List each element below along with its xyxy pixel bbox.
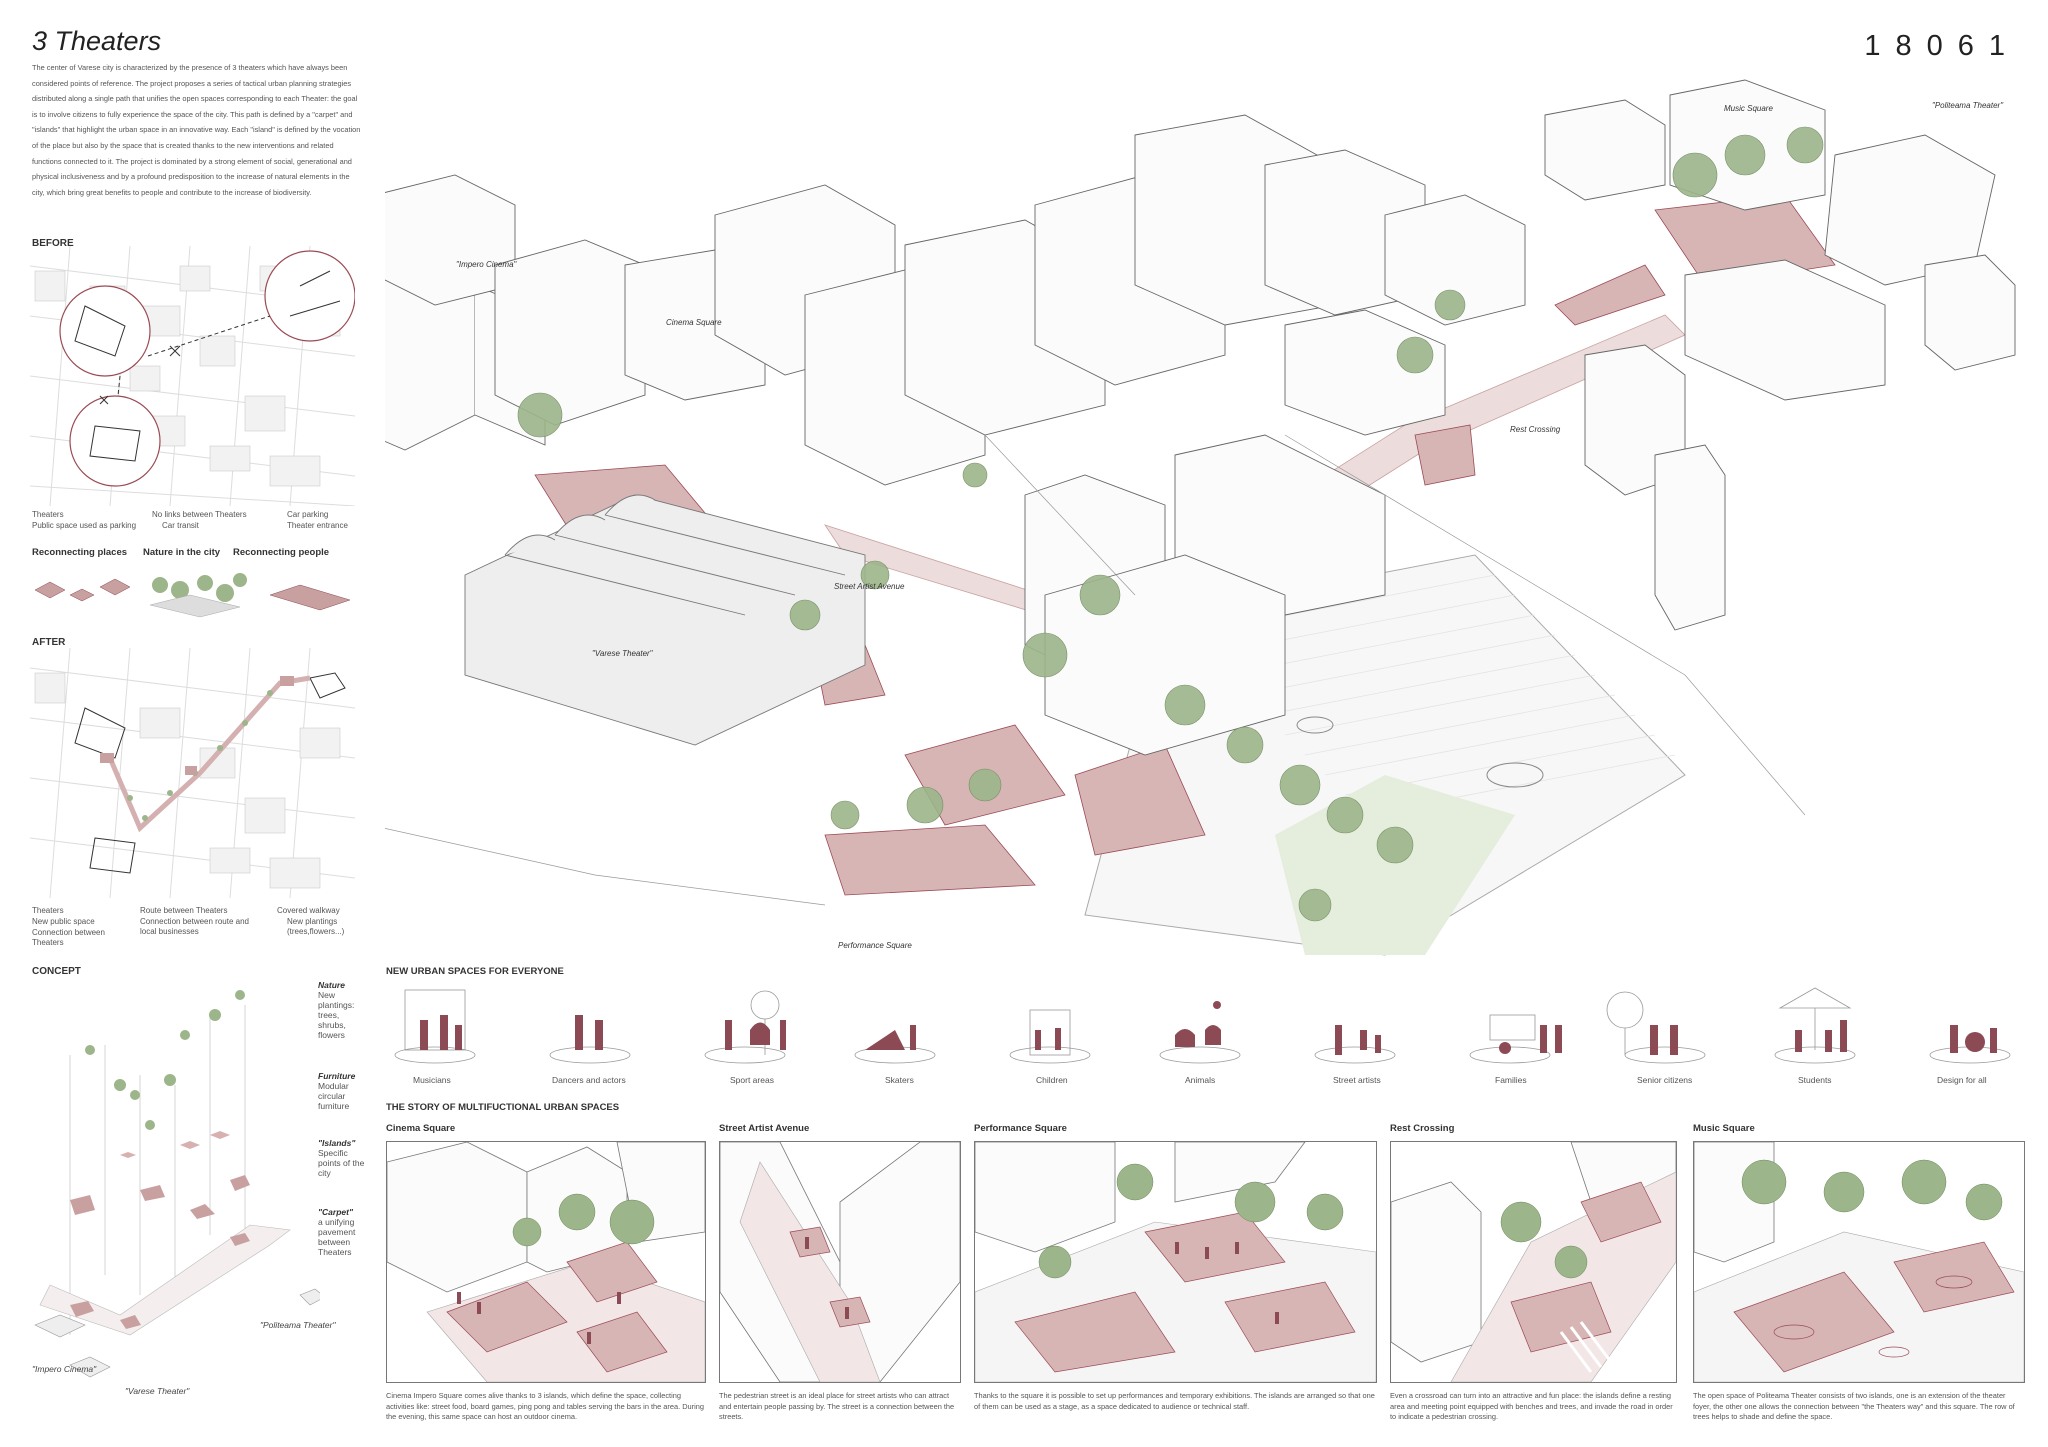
- urban-students: Students: [1798, 1075, 1832, 1085]
- urban-icons: [394, 987, 2011, 1064]
- concept-diagram: [34, 990, 320, 1378]
- panel-text-performance: Thanks to the square it is possible to s…: [974, 1391, 1375, 1411]
- after-heading: AFTER: [32, 637, 66, 648]
- map-label-impero-cinema: "Impero Cinema": [456, 260, 517, 269]
- after-legend-6: Covered walkway: [277, 906, 340, 915]
- after-legend-7: New plantings (trees,flowers...): [287, 917, 345, 936]
- panel-title-performance: Performance Square: [974, 1123, 1067, 1134]
- after-legend-2: New public space: [32, 917, 95, 926]
- map-label-performance-square: Performance Square: [838, 941, 912, 950]
- panel-text-street-artist: The pedestrian street is an ideal place …: [719, 1391, 955, 1421]
- urban-skaters: Skaters: [885, 1075, 914, 1085]
- before-legend-5: Car parking: [287, 510, 329, 519]
- after-legend-4: Route between Theaters: [140, 906, 228, 915]
- concept-label-politeama: "Politeama Theater": [260, 1320, 336, 1330]
- urban-design-for-all: Design for all: [1937, 1075, 1987, 1085]
- urban-dancers-actors: Dancers and actors: [552, 1075, 626, 1085]
- panel-rest-crossing: [1390, 1141, 1677, 1383]
- panel-title-rest-crossing: Rest Crossing: [1390, 1123, 1455, 1134]
- concept-layer-furniture: Furniture: [318, 1071, 356, 1081]
- before-legend-1: Theaters: [32, 510, 64, 519]
- panel-text-cinema-square: Cinema Impero Square comes alive thanks …: [386, 1391, 704, 1421]
- urban-animals: Animals: [1185, 1075, 1216, 1085]
- before-legend-2: Public space used as parking: [32, 521, 137, 530]
- before-heading: BEFORE: [32, 238, 74, 249]
- urban-musicians: Musicians: [413, 1075, 451, 1085]
- story-heading: THE STORY OF MULTIFUCTIONAL URBAN SPACES: [386, 1102, 620, 1113]
- concept-label-varese: "Varese Theater": [125, 1386, 190, 1396]
- urban-sport-areas: Sport areas: [730, 1075, 774, 1085]
- concept-layer-carpet: "Carpet": [318, 1207, 353, 1217]
- panel-title-street-artist: Street Artist Avenue: [719, 1123, 810, 1134]
- before-legend-4: Car transit: [162, 521, 199, 530]
- strategy-nature: Nature in the city: [143, 547, 221, 558]
- intro-text: The center of Varese city is characteriz…: [32, 63, 361, 197]
- panel-street-artist-avenue: [719, 1141, 961, 1383]
- map-label-cinema-square: Cinema Square: [666, 318, 722, 327]
- map-label-rest-crossing: Rest Crossing: [1510, 425, 1561, 434]
- main-axonometric: [385, 79, 2016, 956]
- panel-title-music-square: Music Square: [1693, 1123, 1755, 1134]
- panel-text-music-square: The open space of Politeama Theater cons…: [1693, 1391, 2015, 1421]
- urban-families: Families: [1495, 1075, 1527, 1085]
- panel-music-square: [1693, 1141, 2025, 1383]
- concept-layer-nature-desc: New plantings: trees, shrubs, flowers: [318, 990, 355, 1040]
- concept-layer-islands: "Islands": [318, 1138, 356, 1148]
- panel-performance-square: [974, 1141, 1377, 1383]
- concept-label-impero: "Impero Cinema": [32, 1364, 97, 1374]
- urban-senior-citizens: Senior citizens: [1637, 1075, 1693, 1085]
- panel-cinema-square: [386, 1141, 706, 1383]
- before-legend-3: No links between Theaters: [152, 510, 247, 519]
- concept-heading: CONCEPT: [32, 966, 81, 977]
- panel-title-cinema-square: Cinema Square: [386, 1123, 456, 1134]
- before-map: [30, 246, 355, 506]
- strategy-reconnecting-people: Reconnecting people: [233, 547, 330, 558]
- strategy-illustrations: [34, 573, 351, 618]
- map-label-varese-theater: "Varese Theater": [592, 649, 653, 658]
- concept-layer-islands-desc: Specific points of the city: [318, 1148, 365, 1178]
- project-code: 18061: [1864, 30, 2020, 62]
- urban-heading: NEW URBAN SPACES FOR EVERYONE: [386, 966, 564, 977]
- map-label-music-square: Music Square: [1724, 104, 1773, 113]
- after-map: [30, 648, 355, 898]
- concept-layer-nature: Nature: [318, 980, 345, 990]
- concept-layer-furniture-desc: Modular circular furniture: [318, 1081, 350, 1111]
- concept-layer-carpet-desc: a unifying pavement between Theaters: [318, 1217, 356, 1257]
- map-label-politeama-theater: "Politeama Theater": [1932, 101, 2004, 110]
- after-legend-5: Connection between route and local busin…: [140, 917, 249, 936]
- page-title: 3 Theaters: [32, 26, 162, 56]
- urban-children: Children: [1036, 1075, 1068, 1085]
- after-legend-1: Theaters: [32, 906, 64, 915]
- urban-street-artists: Street artists: [1333, 1075, 1381, 1085]
- panel-text-rest-crossing: Even a crossroad can turn into an attrac…: [1390, 1391, 1673, 1421]
- after-legend-3: Connection between Theaters: [32, 928, 105, 947]
- strategy-reconnecting-places: Reconnecting places: [32, 547, 128, 558]
- map-label-street-artist-avenue: Street Artist Avenue: [834, 582, 905, 591]
- before-legend-6: Theater entrance: [287, 521, 348, 530]
